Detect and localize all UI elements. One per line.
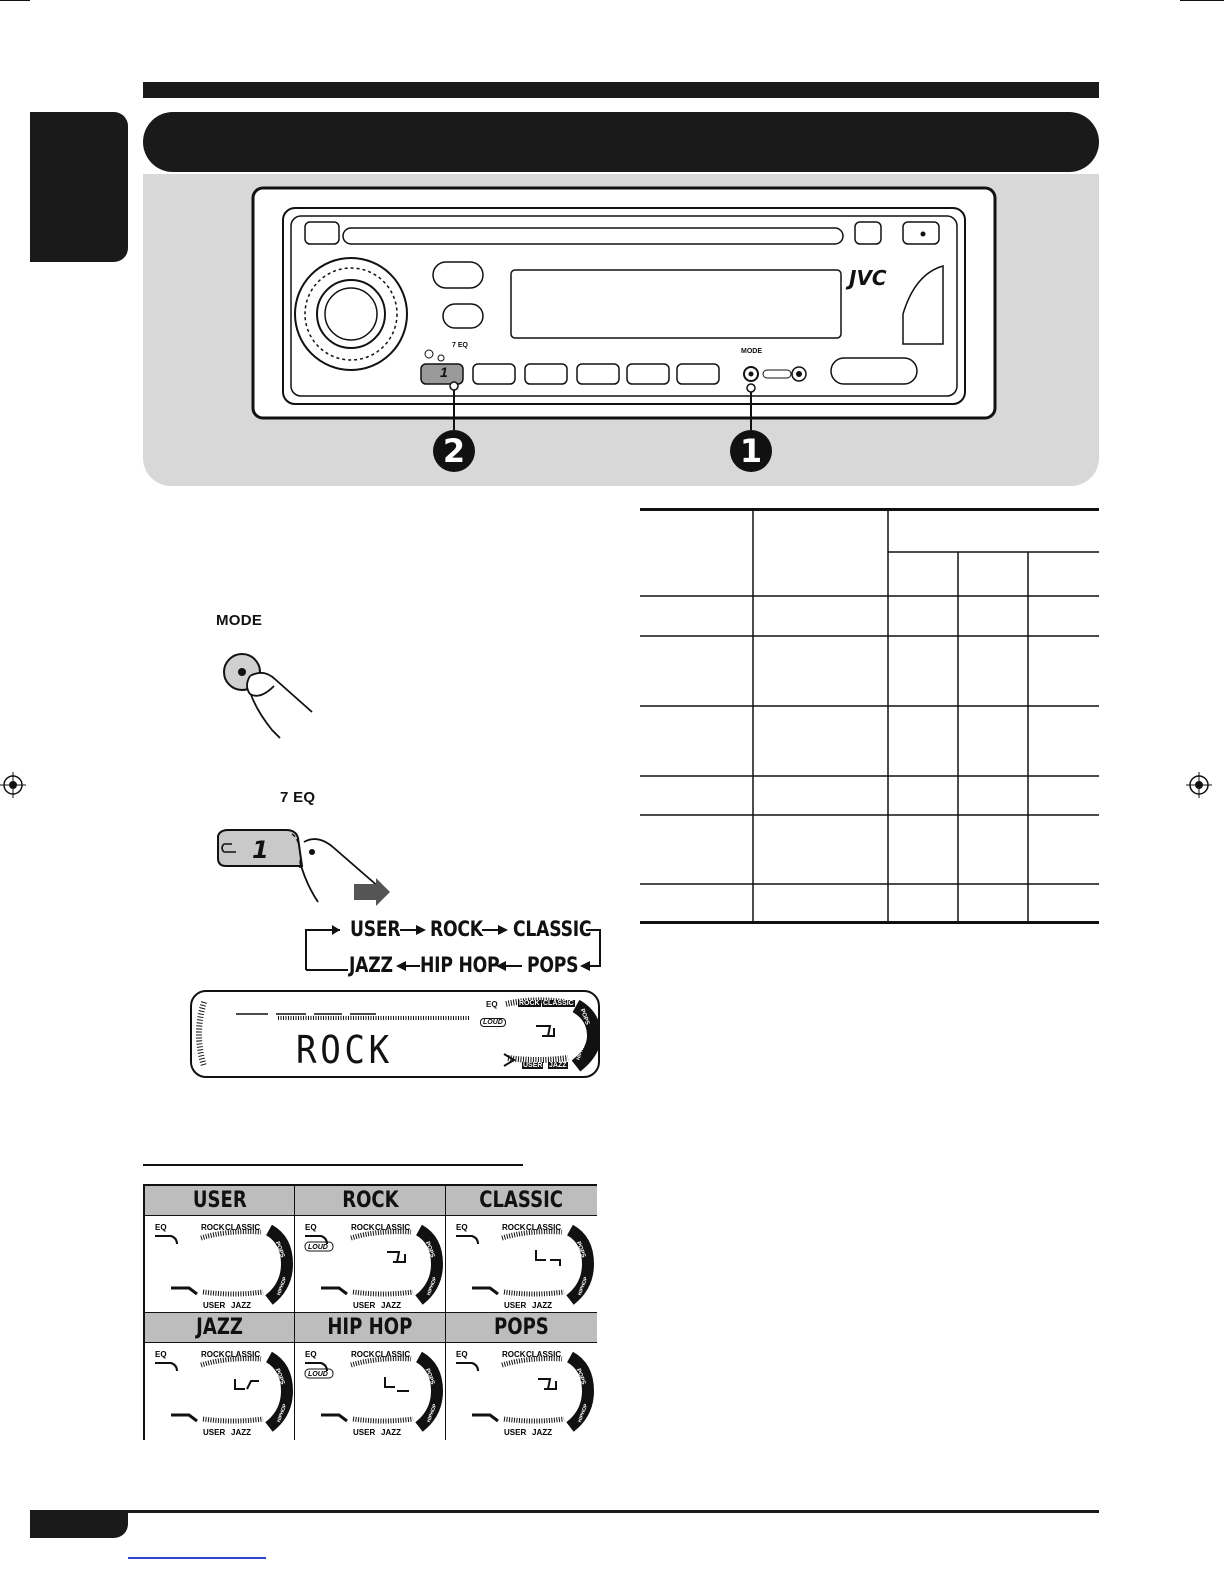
lcd-display: ROCK EQ LOUD ROCK CLASSIC POPS HIPHOP US… [190, 990, 600, 1078]
svg-text:ROCK: ROCK [351, 1223, 375, 1232]
svg-text:USER: USER [353, 1301, 375, 1310]
svg-text:USER: USER [504, 1428, 526, 1437]
car-stereo-drawing [251, 186, 997, 430]
mode-header-pops: POPS [446, 1313, 597, 1343]
svg-text:ROCK: ROCK [351, 1350, 375, 1359]
svg-text:ROCK: ROCK [502, 1223, 526, 1232]
preset-button-1[interactable]: 1 [440, 364, 448, 380]
svg-text:LOUD: LOUD [308, 1244, 328, 1251]
svg-text:EQ: EQ [155, 1223, 167, 1232]
lcd-classic-indicator: CLASSIC [542, 1000, 575, 1007]
svg-text:CLASSIC: CLASSIC [375, 1223, 410, 1232]
lcd-main-text: ROCK [296, 1028, 393, 1072]
svg-text:USER: USER [203, 1301, 225, 1310]
eq-flow-arrows [305, 925, 601, 971]
lcd-segments [196, 997, 598, 1072]
svg-text:JAZZ: JAZZ [532, 1428, 552, 1437]
svg-text:POPS: POPS [575, 1368, 586, 1386]
svg-text:POPS: POPS [575, 1241, 586, 1259]
language-tab [30, 112, 128, 262]
svg-text:CLASSIC: CLASSIC [375, 1350, 410, 1359]
eq-flow-user: USER [350, 917, 401, 941]
svg-text:JAZZ: JAZZ [381, 1428, 401, 1437]
brand-logo: JVC [849, 266, 887, 290]
svg-text:POPS: POPS [274, 1368, 285, 1386]
svg-text:ROCK: ROCK [201, 1350, 225, 1359]
eq-button-number: 1 [252, 836, 269, 864]
svg-text:POPS: POPS [424, 1241, 435, 1259]
svg-text:POPS: POPS [274, 1241, 285, 1259]
svg-text:CLASSIC: CLASSIC [526, 1223, 561, 1232]
eq-flow-classic: CLASSIC [513, 917, 592, 941]
lcd-eq-indicator: EQ [486, 1000, 498, 1009]
device-illustration-panel: JVC 7 EQ MODE 1 2 1 [143, 174, 1099, 486]
eq-button-label: 7 EQ [280, 789, 316, 806]
section-underline [143, 1164, 523, 1166]
registration-mark-right [1186, 772, 1212, 798]
svg-text:EQ: EQ [456, 1223, 468, 1232]
mode-header-jazz: JAZZ [145, 1313, 295, 1343]
mode-header-classic: CLASSIC [446, 1186, 597, 1216]
svg-text:CLASSIC: CLASSIC [225, 1223, 260, 1232]
eq-flow-pops: POPS [527, 953, 579, 977]
svg-text:USER: USER [504, 1301, 526, 1310]
registration-mark-left [0, 772, 26, 798]
crop-mark-top-right [1180, 0, 1224, 1]
svg-text:JAZZ: JAZZ [231, 1428, 251, 1437]
mode-button-press-icon [223, 653, 313, 739]
svg-text:EQ: EQ [456, 1350, 468, 1359]
svg-text:USER: USER [203, 1428, 225, 1437]
section-title-bar [143, 112, 1099, 172]
svg-text:CLASSIC: CLASSIC [225, 1350, 260, 1359]
svg-text:EQ: EQ [305, 1223, 317, 1232]
mode-header-hiphop: HIP HOP [295, 1313, 446, 1343]
eq-button-press-icon [217, 829, 390, 906]
svg-text:JAZZ: JAZZ [231, 1301, 251, 1310]
svg-text:LOUD: LOUD [308, 1371, 328, 1378]
mode-header-user: USER [145, 1186, 295, 1216]
svg-text:JAZZ: JAZZ [532, 1301, 552, 1310]
svg-text:ROCK: ROCK [201, 1223, 225, 1232]
svg-text:ROCK: ROCK [502, 1350, 526, 1359]
preset-eq-label: 7 EQ [452, 342, 468, 349]
eq-flow-jazz: JAZZ [349, 953, 393, 977]
footer-link-underline [128, 1557, 266, 1559]
page-number-tab [30, 1512, 128, 1538]
svg-text:EQ: EQ [155, 1350, 167, 1359]
svg-text:JAZZ: JAZZ [381, 1301, 401, 1310]
header-rule [143, 82, 1099, 98]
lcd-user-indicator: USER [522, 1062, 544, 1069]
svg-text:USER: USER [353, 1428, 375, 1437]
crop-mark-top-left [0, 0, 30, 1]
footer-rule [30, 1510, 1099, 1513]
eq-settings-table [640, 508, 1099, 924]
mode-label: MODE [741, 348, 762, 355]
mode-button-label: MODE [216, 612, 263, 629]
svg-text:POPS: POPS [424, 1368, 435, 1386]
eq-flow-rock: ROCK [430, 917, 483, 941]
eq-flow-hiphop: HIP HOP [420, 953, 500, 977]
svg-text:CLASSIC: CLASSIC [526, 1350, 561, 1359]
mode-header-rock: ROCK [295, 1186, 446, 1216]
lcd-rock-indicator: ROCK [518, 1000, 541, 1007]
lcd-loud-indicator: LOUD [480, 1018, 506, 1027]
callout-2: 2 [433, 430, 475, 472]
callout-1: 1 [730, 430, 772, 472]
lcd-jazz-indicator: JAZZ [548, 1062, 568, 1069]
svg-text:EQ: EQ [305, 1350, 317, 1359]
